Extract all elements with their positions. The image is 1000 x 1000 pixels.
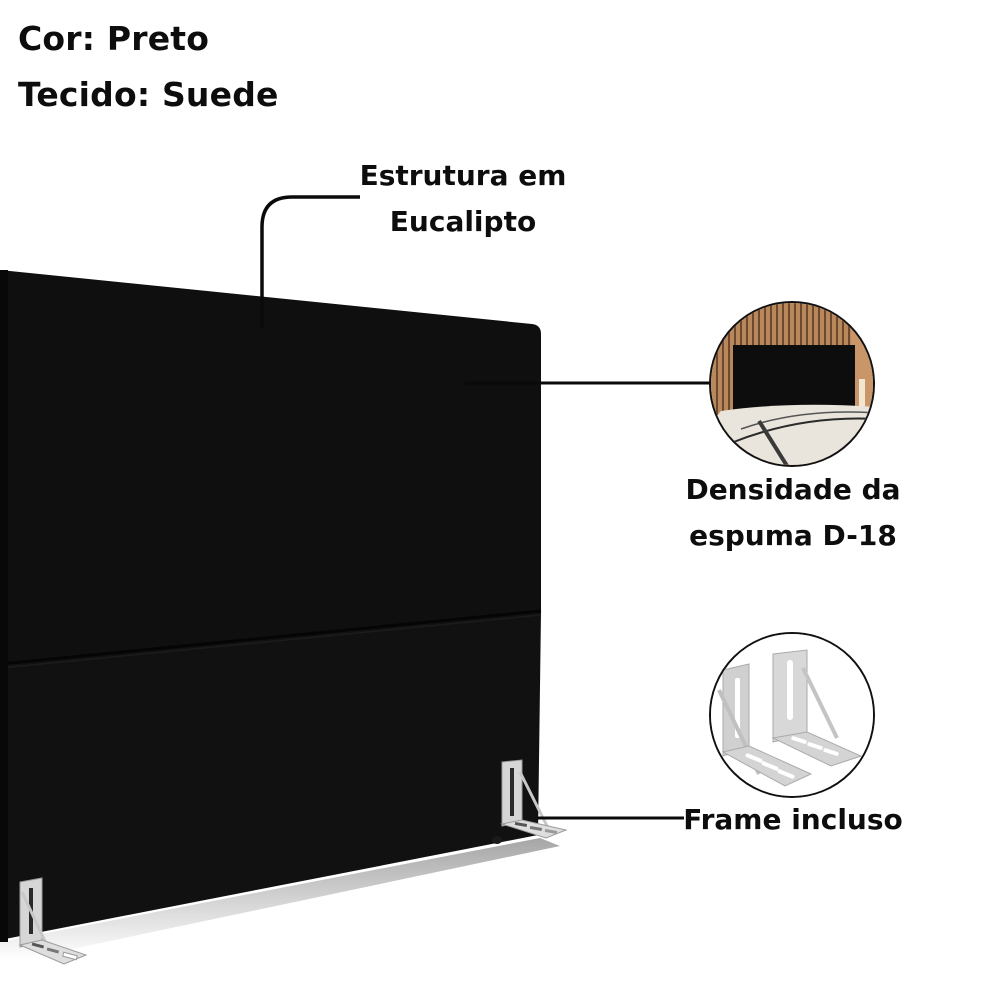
foam-callout-line1: Densidade da xyxy=(685,473,901,506)
foam-callout-line2: espuma D-18 xyxy=(689,519,897,552)
fabric-spec: Tecido: Suede xyxy=(18,75,279,114)
structure-callout: Estrutura em Eucalipto xyxy=(345,153,581,245)
frame-callout-line1: Frame incluso xyxy=(683,803,903,836)
headboard xyxy=(0,270,542,942)
structure-leader-line xyxy=(260,195,360,328)
color-spec: Cor: Preto xyxy=(18,19,210,58)
panel-seam xyxy=(0,609,542,666)
frame-callout: Frame incluso xyxy=(676,797,910,843)
structure-callout-line1: Estrutura em xyxy=(359,159,567,192)
structure-callout-line2: Eucalipto xyxy=(389,205,537,238)
bracket-left xyxy=(18,877,88,965)
bedroom-thumbnail xyxy=(709,301,875,467)
brackets-thumbnail xyxy=(709,632,875,798)
headboard-upper-panel xyxy=(0,270,541,665)
headboard-lower-panel xyxy=(0,612,541,940)
foam-callout: Densidade da espuma D-18 xyxy=(662,467,924,559)
floor-shadow xyxy=(0,838,560,960)
